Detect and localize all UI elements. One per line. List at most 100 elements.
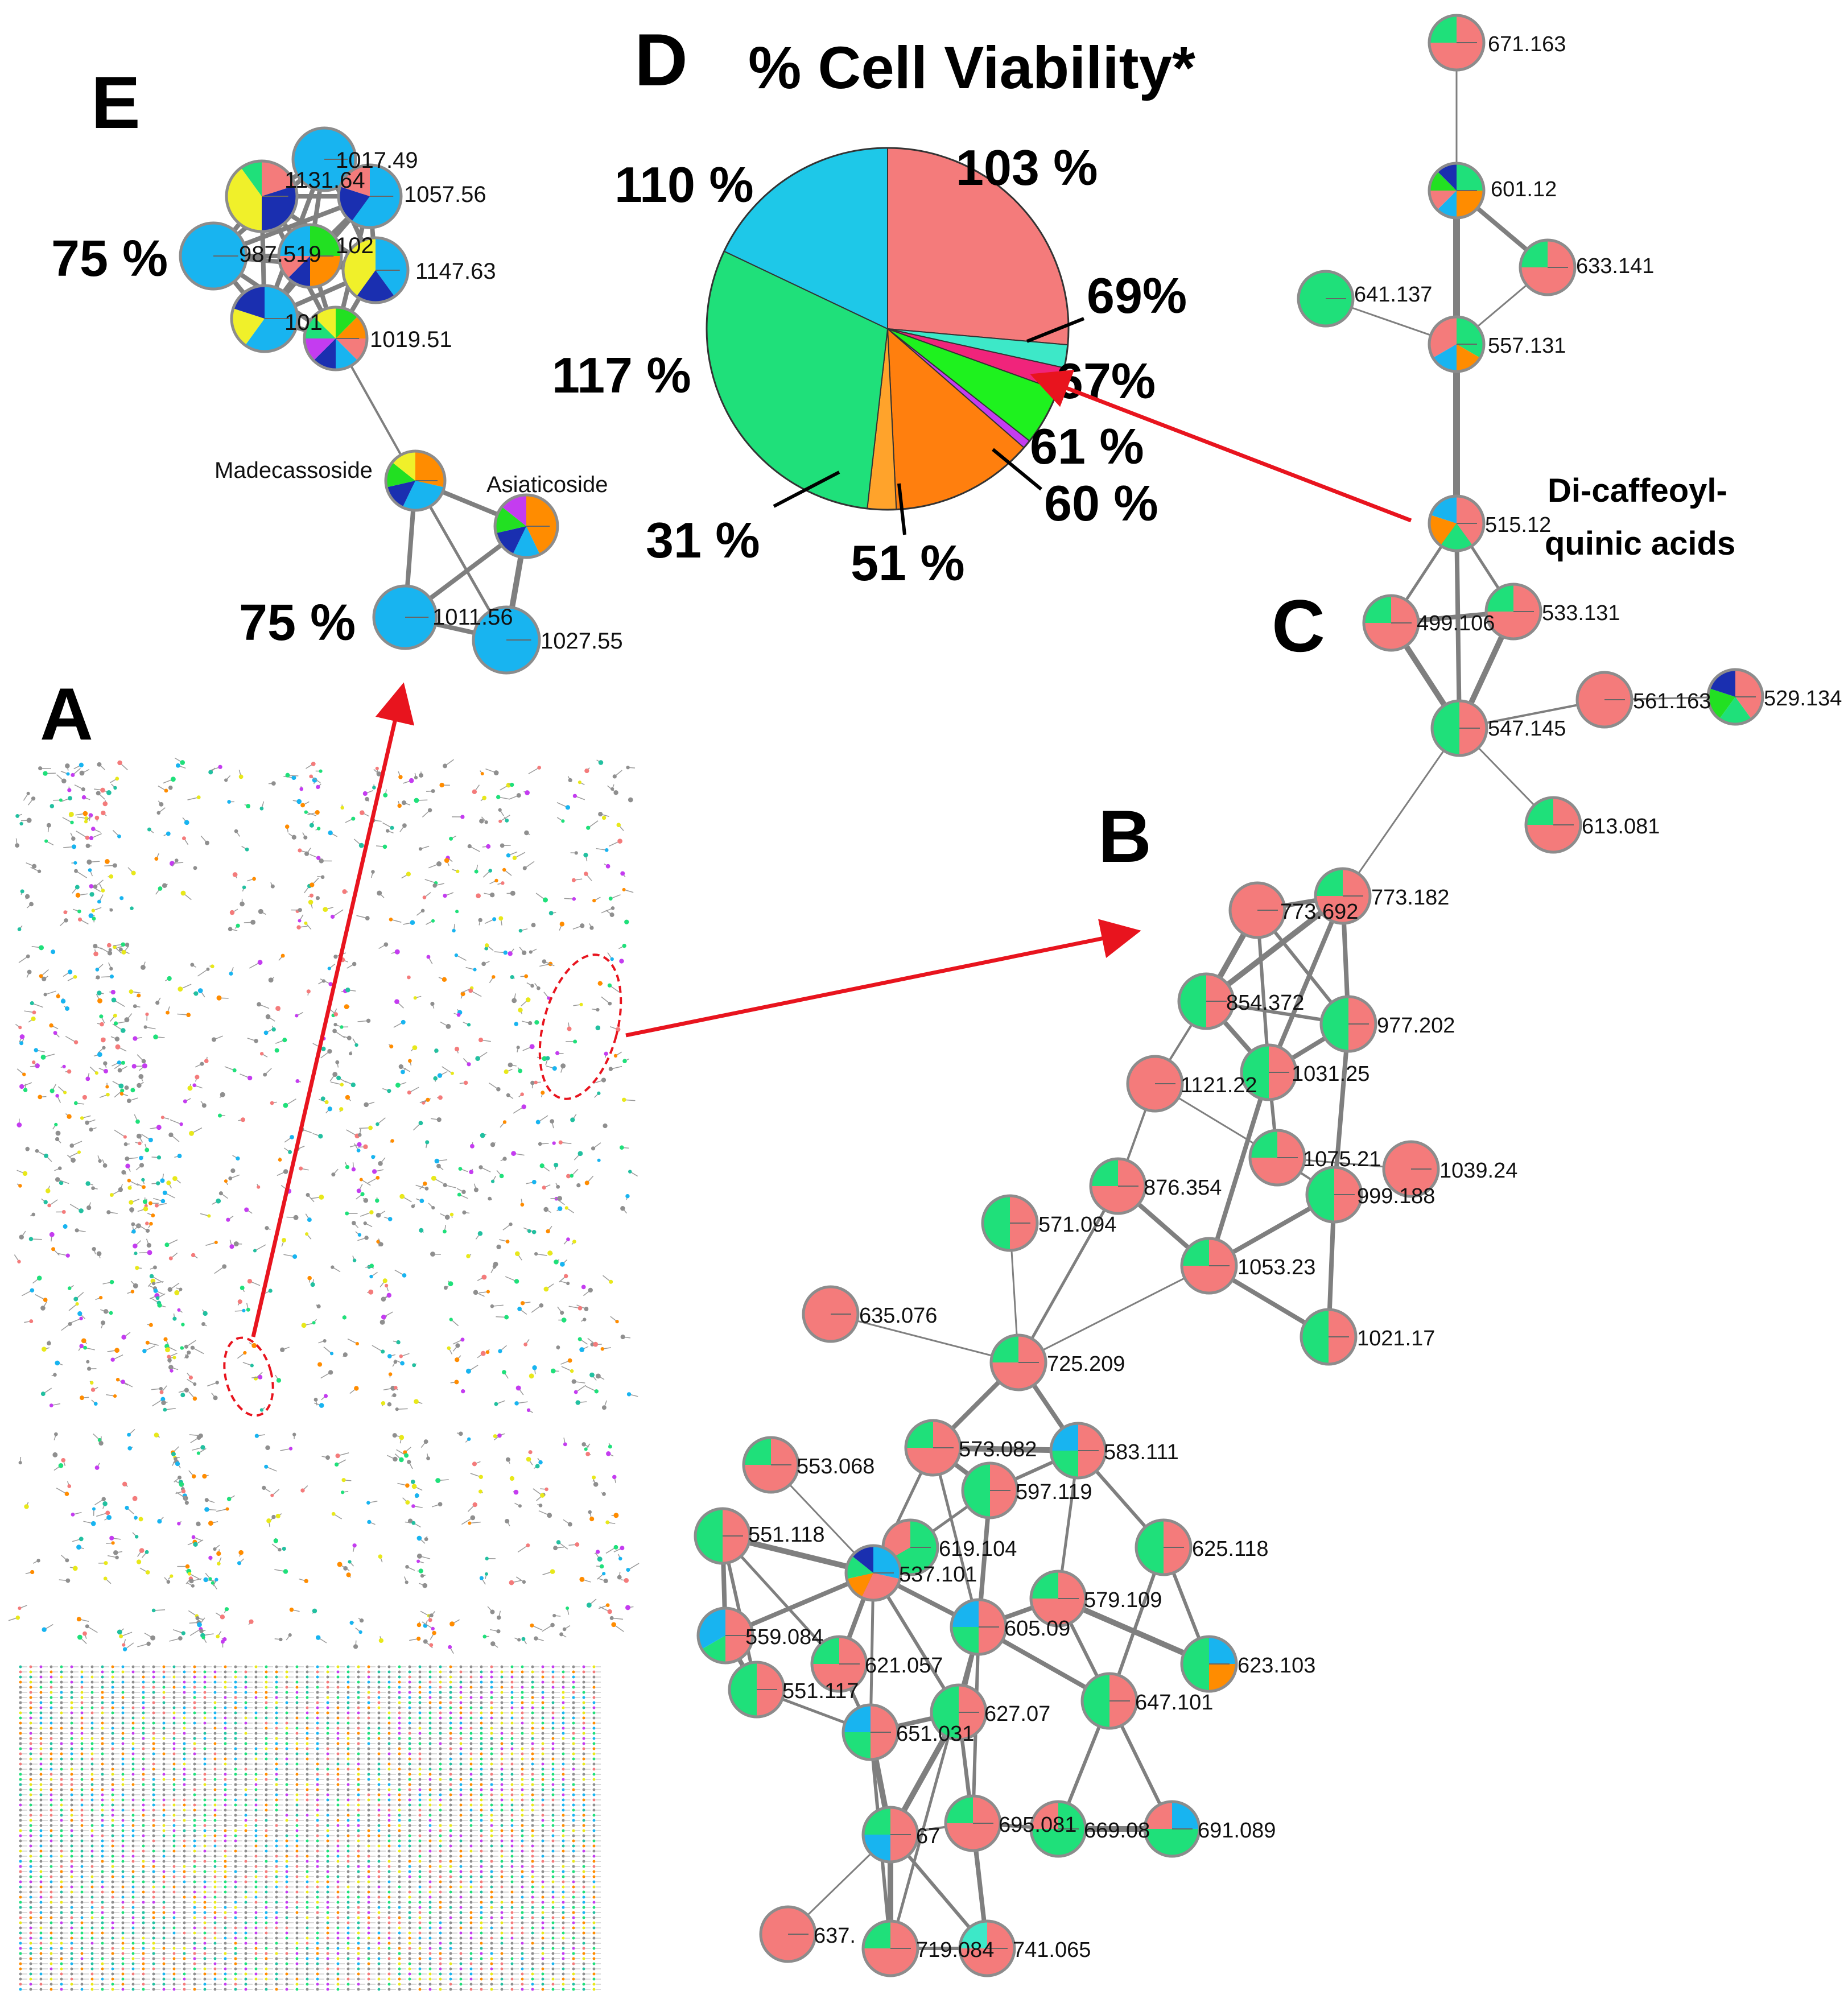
singleton-node	[408, 1696, 411, 1699]
singleton-node	[80, 1742, 84, 1745]
overview-node	[187, 1351, 191, 1355]
singleton-node	[428, 1711, 432, 1715]
singleton-node	[254, 1732, 258, 1735]
singleton-node	[367, 1716, 370, 1720]
overview-node	[494, 878, 498, 883]
overview-node	[528, 1450, 533, 1455]
overview-node	[525, 997, 531, 1002]
singleton-node	[295, 1767, 299, 1771]
overview-node	[444, 1215, 450, 1220]
singleton-node	[131, 1696, 135, 1699]
overview-node	[535, 1120, 541, 1125]
singleton-node	[60, 1675, 63, 1679]
singleton-node	[90, 1716, 94, 1720]
singleton-node	[398, 1691, 401, 1694]
overview-node	[24, 1504, 29, 1509]
singleton-node	[121, 1675, 125, 1679]
singleton-node	[19, 1732, 22, 1735]
singleton-node	[131, 1757, 135, 1761]
overview-node	[242, 1308, 246, 1312]
overview-node	[438, 1502, 443, 1507]
singleton-node	[224, 1706, 227, 1709]
overview-node	[547, 1513, 552, 1518]
overview-node	[31, 1016, 36, 1022]
overview-node	[461, 1389, 465, 1394]
overview-node	[336, 1075, 341, 1080]
overview-node	[138, 1073, 144, 1079]
singleton-node	[572, 1757, 575, 1761]
overview-node	[295, 1079, 300, 1083]
overview-node	[328, 1370, 333, 1375]
singleton-node	[275, 1696, 278, 1699]
singleton-node	[131, 1686, 135, 1689]
singleton-node	[295, 1757, 299, 1761]
singleton-node	[295, 1732, 299, 1735]
singleton-node	[213, 1732, 217, 1735]
overview-node	[86, 1205, 92, 1211]
overview-node	[67, 969, 73, 974]
overview-node	[593, 1482, 599, 1487]
overview-node	[382, 1278, 387, 1283]
overview-node	[446, 1023, 451, 1029]
singleton-node	[295, 1670, 299, 1674]
cell-viability-pie-chart	[706, 147, 1070, 511]
singleton-node	[572, 1665, 575, 1669]
overview-node	[383, 792, 388, 798]
overview-node	[335, 1453, 340, 1459]
singleton-node	[162, 1701, 166, 1704]
overview-node	[525, 790, 530, 795]
overview-node	[30, 1001, 34, 1006]
singleton-node	[326, 1716, 329, 1720]
overview-node	[490, 1142, 496, 1147]
singleton-node	[29, 1721, 32, 1725]
overview-node	[282, 1238, 287, 1242]
singleton-node	[336, 1747, 340, 1750]
overview-node	[328, 830, 333, 836]
singleton-node	[152, 1762, 155, 1766]
singleton-node	[459, 1721, 463, 1725]
singleton-node	[387, 1701, 391, 1704]
overview-node	[607, 983, 612, 988]
singleton-node	[70, 1737, 73, 1740]
singleton-node	[295, 1747, 299, 1750]
overview-node	[622, 944, 626, 948]
overview-node	[422, 1583, 428, 1588]
singleton-node	[244, 1752, 248, 1756]
overview-node	[565, 805, 571, 810]
singleton-node	[213, 1757, 217, 1761]
overview-node	[68, 1321, 72, 1326]
overview-node	[151, 1282, 156, 1286]
overview-node	[524, 830, 529, 836]
singleton-node	[101, 1711, 104, 1715]
overview-node	[121, 1170, 126, 1175]
singleton-node	[142, 1747, 145, 1750]
singleton-node	[131, 1767, 135, 1771]
singleton-node	[408, 1727, 411, 1730]
overview-node	[206, 967, 210, 971]
overview-node	[167, 1287, 172, 1292]
overview-node	[472, 1502, 477, 1508]
singleton-node	[459, 1737, 463, 1740]
singleton-node	[357, 1747, 360, 1750]
singleton-node	[510, 1757, 514, 1761]
overview-node	[122, 1643, 126, 1647]
singleton-node	[193, 1762, 196, 1766]
singleton-node	[101, 1752, 104, 1756]
singleton-node	[101, 1670, 104, 1674]
singleton-node	[193, 1675, 196, 1679]
overview-node	[534, 1020, 539, 1025]
singleton-node	[480, 1675, 483, 1679]
singleton-node	[572, 1752, 575, 1756]
singleton-node	[60, 1686, 63, 1689]
overview-node	[556, 1540, 561, 1544]
singleton-node	[111, 1727, 114, 1730]
singleton-node	[265, 1706, 268, 1709]
overview-node	[279, 1637, 283, 1642]
singleton-node	[224, 1737, 227, 1740]
singleton-node	[193, 1696, 196, 1699]
singleton-node	[346, 1706, 350, 1709]
overview-node	[89, 884, 94, 889]
singleton-node	[19, 1752, 22, 1756]
overview-node	[97, 998, 102, 1003]
overview-node	[315, 896, 320, 901]
